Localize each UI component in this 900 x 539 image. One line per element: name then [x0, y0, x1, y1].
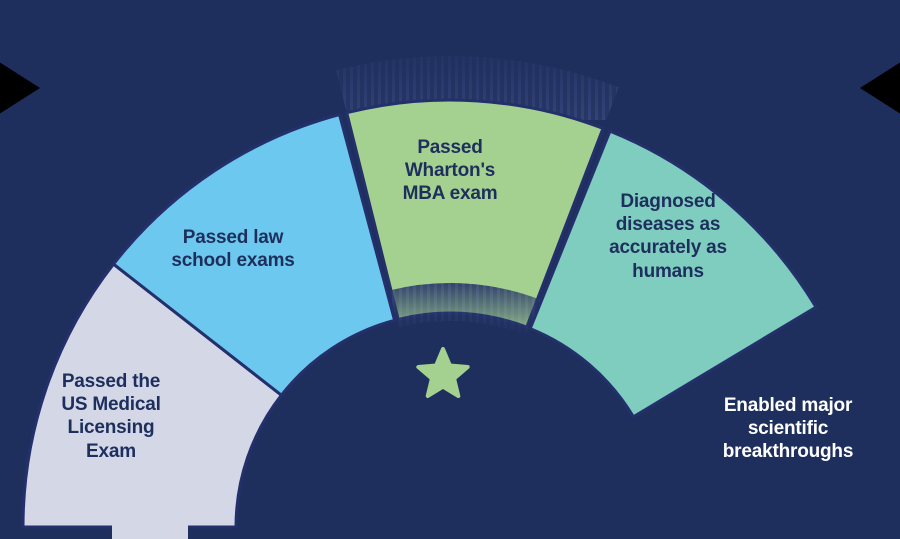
star-icon [416, 347, 470, 398]
arrow-left-icon [860, 62, 900, 114]
arc-segment-diagnosed-diseases[interactable] [528, 129, 819, 419]
arc-segment-us-medical-licensing-exam[interactable] [21, 261, 284, 529]
arc-segment-law-school-exams[interactable] [111, 112, 397, 398]
arrow-right-icon [0, 62, 40, 114]
texture-band-inner [389, 282, 541, 336]
arc-segment-bottom-tab [112, 503, 188, 539]
